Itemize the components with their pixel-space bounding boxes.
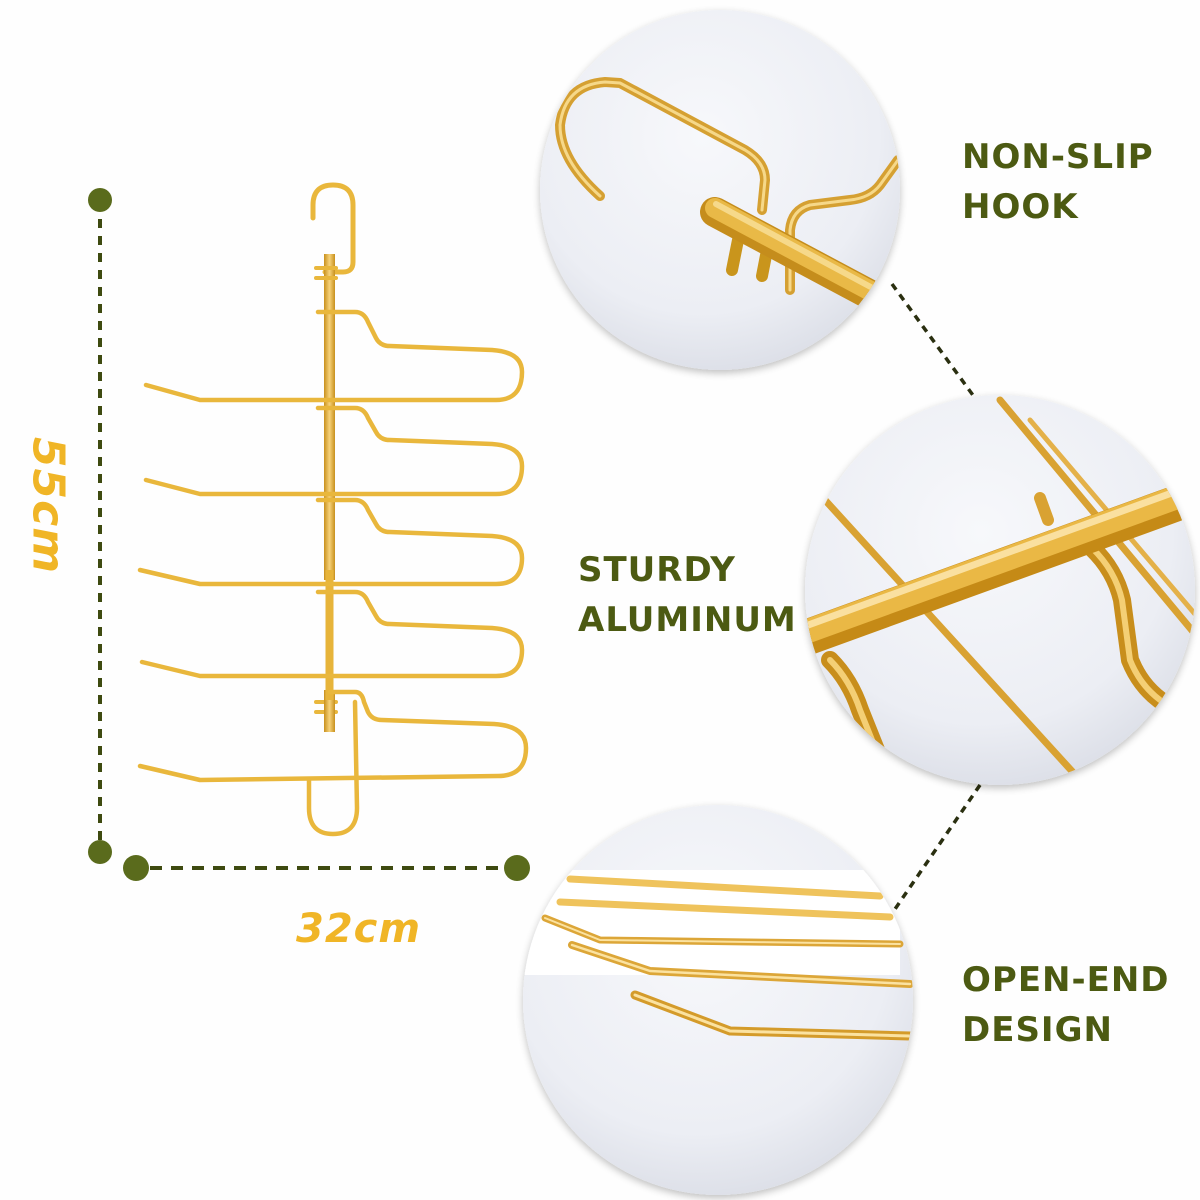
feature-label-line: OPEN-END bbox=[962, 960, 1170, 1000]
feature-label-line: HOOK bbox=[962, 187, 1079, 227]
height-dimension-guide bbox=[88, 188, 112, 864]
feature-label-sturdy-aluminum: STURDY ALUMINUM bbox=[578, 545, 797, 645]
feature-circle-open-end-closeup bbox=[523, 805, 913, 1195]
feature-label-open-end-design: OPEN-END DESIGN bbox=[962, 955, 1170, 1055]
dimension-dot-icon bbox=[88, 840, 112, 864]
dimension-dot-icon bbox=[123, 855, 149, 881]
width-dimension-label: 32cm bbox=[296, 906, 422, 952]
dimension-dot-icon bbox=[504, 855, 530, 881]
width-dimension-guide bbox=[123, 855, 530, 881]
feature-label-line: NON-SLIP bbox=[962, 137, 1154, 177]
dimension-dot-icon bbox=[88, 188, 112, 212]
hanger-illustration bbox=[137, 182, 529, 837]
feature-circle-hook-closeup bbox=[540, 10, 900, 370]
feature-label-non-slip-hook: NON-SLIP HOOK bbox=[962, 132, 1154, 232]
feature-circle-aluminum-closeup bbox=[805, 395, 1195, 785]
callout-connectors bbox=[890, 282, 982, 913]
height-dimension-label: 55cm bbox=[22, 436, 74, 575]
feature-label-line: ALUMINUM bbox=[578, 600, 797, 640]
feature-label-line: DESIGN bbox=[962, 1010, 1113, 1050]
feature-label-line: STURDY bbox=[578, 550, 736, 590]
